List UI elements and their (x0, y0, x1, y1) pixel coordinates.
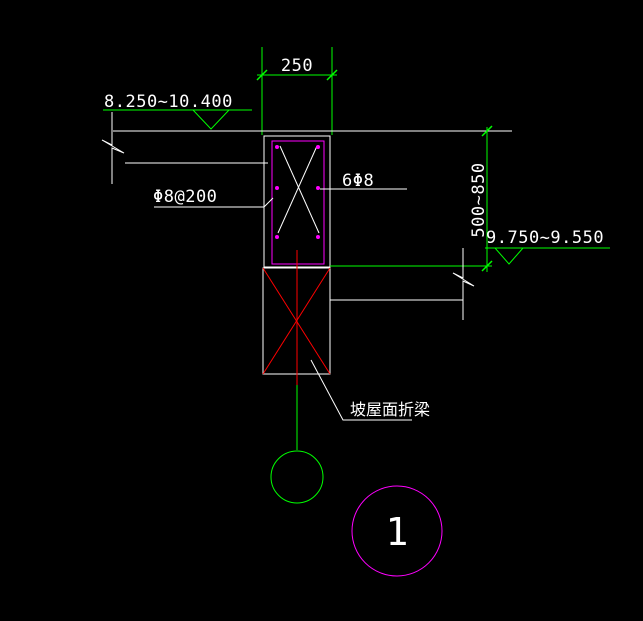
upper-beam-outline (263, 135, 331, 268)
height-dimension-text: 500~850 (469, 162, 489, 237)
section-circle (351, 485, 443, 577)
longitudinal-bars-text: 6Φ8 (342, 171, 374, 191)
rebar-dot (316, 145, 320, 149)
stirrup-outline (271, 140, 325, 265)
elevation-mark-right: 9.750~9.550 (485, 228, 610, 265)
lower-slab (329, 248, 492, 374)
rebar-dot (316, 235, 320, 239)
lower-beam-section (262, 250, 331, 450)
elevation-right-text: 9.750~9.550 (486, 228, 604, 248)
rebar-dot (316, 186, 320, 190)
width-dimension-text: 250 (281, 56, 313, 76)
axis-bubble (270, 450, 324, 504)
rebar-dot (275, 186, 279, 190)
longitudinal-bars-callout: 6Φ8 (320, 171, 407, 191)
height-dimension: 500~850 (469, 125, 493, 272)
upper-slab (101, 112, 512, 184)
width-dimension: 250 (256, 47, 338, 135)
stirrup-text: Φ8@200 (153, 187, 217, 207)
beam-note-text: 坡屋面折梁 (350, 400, 430, 419)
section-number-text: 1 (386, 510, 409, 554)
beam-note-callout: 坡屋面折梁 (310, 359, 430, 421)
elevation-mark-top: 8.250~10.400 (103, 92, 252, 130)
rebar-dot (275, 235, 279, 239)
section-number-marker: 1 (351, 485, 443, 577)
upper-beam-section (263, 135, 331, 268)
stirrup-callout: Φ8@200 (153, 187, 274, 208)
rebar-dot (275, 145, 279, 149)
elevation-top-text: 8.250~10.400 (104, 92, 233, 112)
